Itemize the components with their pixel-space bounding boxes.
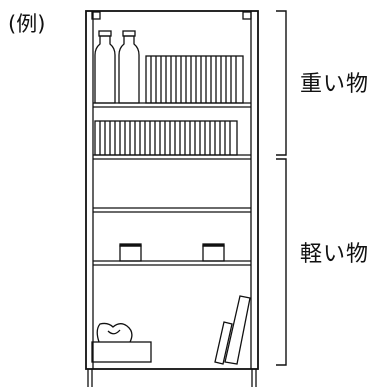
example-label: (例)	[8, 12, 46, 36]
shelf-4	[93, 260, 251, 266]
bottle-2	[118, 30, 140, 104]
light-items-label: 軽い物	[300, 242, 370, 267]
leaning-books	[214, 295, 251, 365]
shelves	[93, 102, 251, 266]
books-top-shelf	[145, 55, 244, 104]
cabinet-legs	[87, 369, 257, 387]
bracket-heavy	[276, 10, 287, 156]
tissue-box	[91, 322, 152, 363]
cabinet-frame	[85, 10, 259, 370]
shelf-3	[93, 207, 251, 213]
bracket-light	[276, 158, 287, 366]
hinge-left	[91, 11, 101, 20]
heavy-items-label: 重い物	[300, 72, 370, 97]
small-box-left	[119, 243, 142, 262]
books-second-shelf	[94, 120, 238, 156]
small-box-right	[202, 243, 225, 262]
hinge-right	[242, 11, 252, 20]
bottle-1	[94, 30, 116, 104]
